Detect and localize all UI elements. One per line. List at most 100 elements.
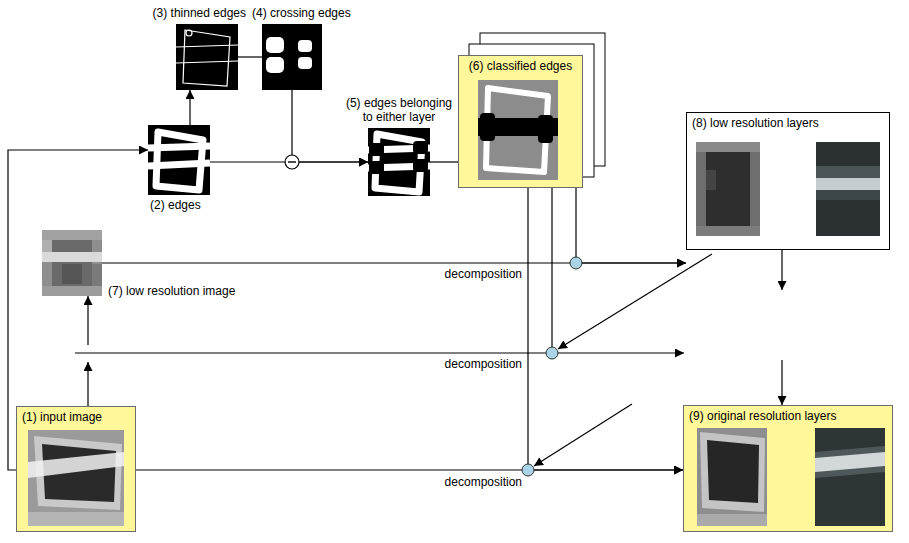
pixel [696, 142, 760, 236]
desk [697, 514, 767, 526]
thin-stroke [186, 30, 192, 36]
class-blob [538, 115, 553, 143]
class-band [478, 118, 558, 136]
edge-stroke [368, 148, 430, 150]
junction-dot [570, 257, 582, 269]
monitor-bezel [34, 436, 122, 510]
thin-stroke [176, 45, 238, 47]
light-band [28, 452, 124, 478]
mid-resolution-line [75, 352, 684, 353]
operator-circle [285, 155, 299, 169]
connector [576, 188, 686, 263]
connector [190, 90, 191, 125]
connector [430, 162, 458, 163]
photo-ground [28, 430, 124, 526]
connector-segment [189, 90, 190, 125]
thin-strokes [176, 30, 238, 86]
step-label: decomposition [445, 267, 522, 281]
label-holder: decomposition [445, 357, 522, 371]
edge-ground [176, 24, 238, 90]
removed-crossing [413, 159, 428, 172]
thin-stroke [183, 30, 230, 86]
connector-segment [528, 188, 683, 470]
connector [238, 57, 262, 58]
connector-segment [87, 296, 88, 345]
edge-stroke [148, 146, 210, 148]
crossing-blob [266, 37, 284, 53]
edge-strokes [368, 134, 430, 192]
photo-ground [815, 428, 885, 526]
stage-title: (1) input image [22, 410, 102, 424]
connector-segment [430, 161, 458, 162]
crossing-blob [298, 57, 312, 69]
image-caption: (7) low resolution image [108, 284, 235, 298]
image-panel: (4) crossing edges [262, 24, 322, 90]
pixel [816, 142, 880, 236]
class-strokes [478, 88, 558, 172]
light-band [815, 452, 885, 472]
junction-dot [522, 464, 534, 476]
stage-box: (9) original resolution layers [683, 405, 893, 532]
caption-holder: (4) crossing edges [252, 6, 351, 20]
connector-segment [781, 250, 782, 290]
crossing-blob [298, 40, 312, 52]
junction-dot [546, 347, 558, 359]
image-caption: (2) edges [150, 198, 201, 212]
pixel [696, 142, 760, 152]
pixel [42, 230, 102, 296]
edge-ground [148, 125, 210, 195]
pixel [42, 252, 102, 262]
image-caption: (4) crossing edges [252, 6, 351, 20]
pixel [52, 240, 92, 286]
stage-box: (6) classified edges [458, 55, 583, 188]
separated-edge-map [368, 128, 430, 196]
pixel [816, 166, 880, 178]
edge-ground [262, 24, 322, 90]
edge-stroke [368, 166, 430, 168]
stage-title: (6) classified edges [469, 59, 572, 73]
connector-segment [576, 188, 686, 263]
pixel [42, 240, 52, 252]
caption-holder: (3) thinned edges [153, 6, 246, 20]
thinned-edge-map [176, 24, 238, 90]
upsample-arrow [558, 254, 712, 349]
pixel [42, 230, 102, 240]
edge-stroke [375, 134, 422, 192]
image-panel: (5) edges belonging to either layer [368, 128, 430, 196]
monitor-bezel [700, 432, 765, 512]
class-blob [480, 113, 495, 141]
glow [815, 446, 885, 478]
edge-stroke [156, 132, 203, 190]
edge-ground [478, 80, 558, 180]
stage-box: (8) low resolution layers [686, 112, 890, 250]
caption-holder: (7) low resolution image [108, 284, 235, 298]
connector [528, 188, 683, 470]
crossing-map [262, 24, 322, 90]
image-panel: (2) edges [148, 125, 210, 195]
removed-crossing [413, 141, 428, 154]
classified-edge-map [478, 80, 558, 180]
monitor-screen [707, 440, 759, 503]
connector [88, 296, 89, 406]
low-res-layer [696, 142, 760, 236]
pixel [706, 170, 716, 190]
connector-segment [87, 362, 88, 406]
pixel [816, 190, 880, 200]
pixel [816, 178, 880, 190]
removed-crossing [369, 161, 384, 174]
low-res-layer [816, 142, 880, 236]
full-res-layer [697, 428, 767, 526]
image-panel: (3) thinned edges [176, 24, 238, 90]
pixel [696, 226, 760, 236]
class-stroke [486, 88, 548, 172]
full-res-layer [815, 428, 885, 526]
thin-stroke [176, 61, 238, 63]
caption-holder: (5) edges belonging to either layer [340, 96, 458, 124]
pixel [62, 264, 82, 284]
edge-ground [368, 128, 430, 196]
classified-edge-wire [551, 188, 552, 347]
upsample-arrow [534, 404, 632, 466]
monitor-screen [42, 444, 116, 502]
